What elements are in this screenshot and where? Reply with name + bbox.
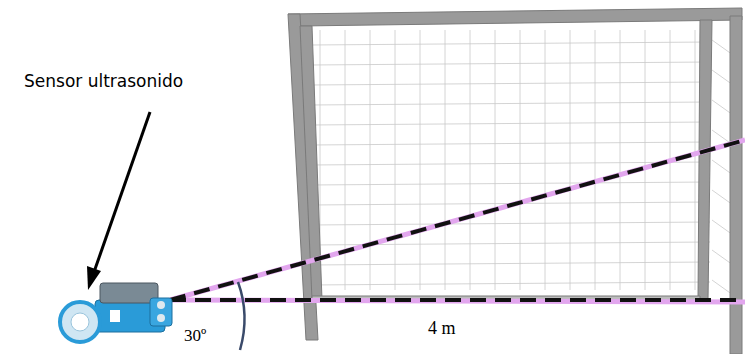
pointer-arrow <box>87 112 150 290</box>
goal-net <box>310 30 740 300</box>
angle-label: 30º <box>184 326 206 346</box>
sensor-label: Sensor ultrasonido <box>24 72 183 92</box>
angle-arc <box>238 282 245 350</box>
distance-label: 4 m <box>428 318 456 339</box>
robot <box>60 283 172 342</box>
dashed-rays <box>170 140 745 300</box>
range-lines <box>170 140 745 302</box>
